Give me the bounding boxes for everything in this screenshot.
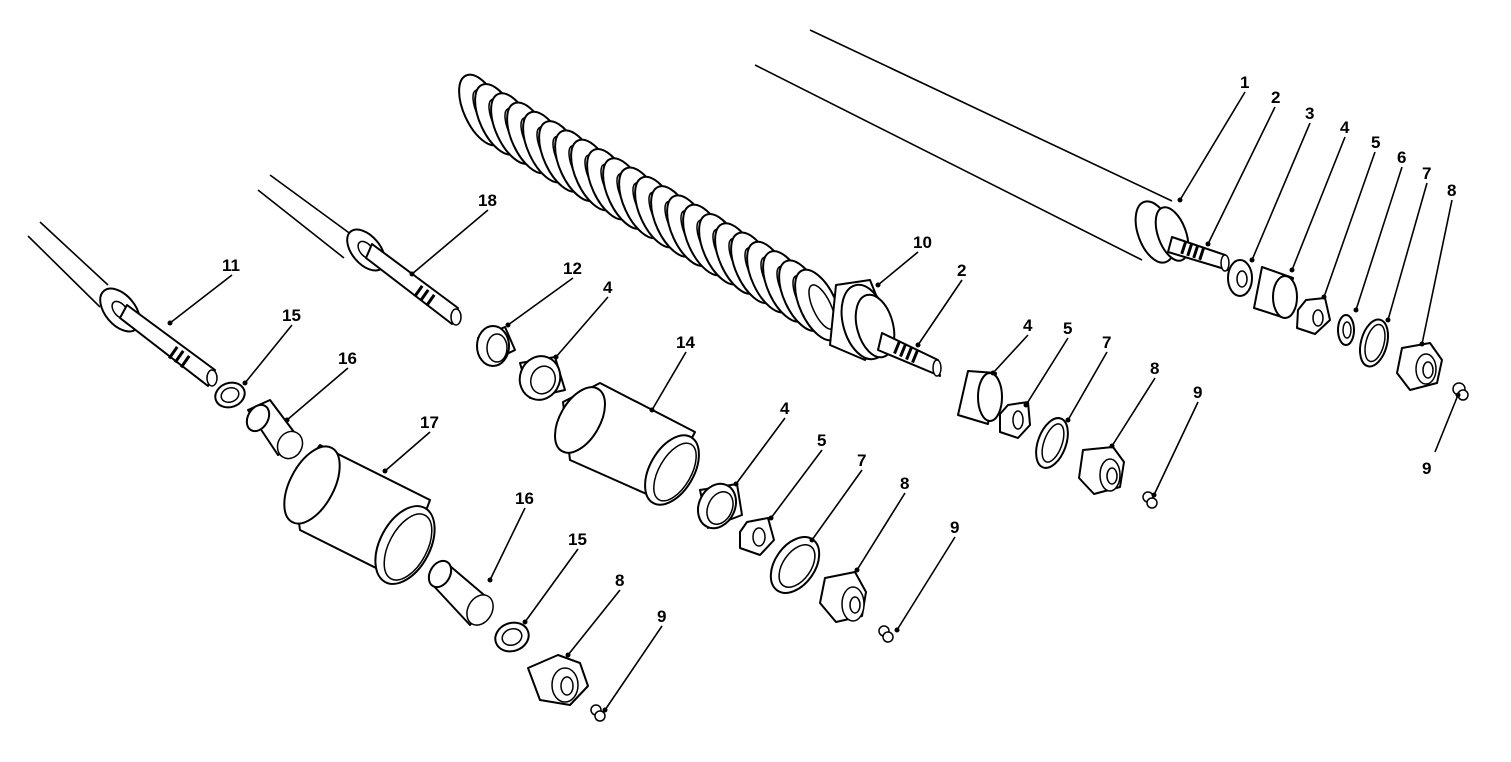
seal-7-top: [1358, 318, 1390, 368]
callout-8: 8: [900, 474, 909, 493]
callout-4: 4: [1023, 316, 1033, 335]
nut-8-bottom: [527, 654, 589, 706]
callout-8: 8: [1150, 359, 1159, 378]
callout-16: 16: [515, 489, 534, 508]
bushing-12: [476, 325, 516, 367]
roller-tube-1: [754, 29, 1190, 264]
callout-7: 7: [857, 451, 866, 470]
callout-9: 9: [1193, 383, 1202, 402]
callout-5: 5: [1371, 133, 1380, 152]
bearing-4-left: [518, 355, 566, 401]
shaft-2-top: [1167, 236, 1230, 272]
callout-3: 3: [1305, 104, 1314, 123]
callout-11: 11: [222, 256, 240, 275]
bearing-4-middle: [957, 370, 1003, 425]
callout-4: 4: [1340, 118, 1350, 137]
callout-numbers: 1 2 3 4 5 6 7 8 9 10 2 4 5 7 8 9 18 12 4…: [222, 73, 1456, 626]
callout-9: 9: [950, 518, 959, 537]
shaft-2-middle: [877, 332, 942, 377]
callout-6: 6: [1397, 148, 1406, 167]
callout-18: 18: [478, 191, 497, 210]
callout-2: 2: [957, 261, 966, 280]
spacer-5-middle: [999, 401, 1031, 439]
washer-6: [1337, 314, 1355, 346]
bushing-16-lower: [427, 559, 494, 626]
sleeve-17: [283, 444, 436, 585]
fitting-9-top: [1452, 382, 1469, 401]
callout-2: 2: [1271, 88, 1280, 107]
callout-14: 14: [676, 333, 695, 352]
spacer-5-top: [1296, 297, 1331, 335]
callout-5: 5: [817, 431, 826, 450]
nut-8-middle: [1078, 446, 1125, 495]
washer-15-upper: [214, 381, 246, 409]
nut-8-top: [1396, 342, 1443, 391]
spiral-roller-10: [458, 73, 842, 342]
callout-7: 7: [1422, 164, 1431, 183]
spacer-5-lower: [739, 517, 775, 556]
callout-7: 7: [1102, 333, 1111, 352]
nut-8-lower: [819, 571, 867, 623]
callout-15: 15: [568, 530, 587, 549]
callout-9: 9: [1422, 459, 1431, 478]
callout-16: 16: [338, 349, 357, 368]
callout-12: 12: [563, 259, 582, 278]
bearing-4-top: [1253, 266, 1298, 319]
leader-lines: [167, 91, 1461, 713]
seal-7-lower: [769, 536, 821, 594]
seal-7-middle: [1035, 417, 1069, 469]
shaft-18: [257, 174, 462, 326]
washer-15-lower: [494, 621, 530, 653]
callout-4: 4: [603, 278, 613, 297]
sleeve-14: [554, 382, 700, 506]
callout-10: 10: [913, 233, 932, 252]
fitting-9-lower: [878, 625, 894, 643]
shaft-11: [27, 221, 218, 387]
callout-17: 17: [420, 413, 439, 432]
callout-8: 8: [615, 571, 624, 590]
callout-9: 9: [657, 607, 666, 626]
callout-5: 5: [1063, 319, 1072, 338]
bearing-4-lower: [697, 482, 743, 530]
callout-1: 1: [1240, 73, 1249, 92]
callout-15: 15: [282, 306, 301, 325]
bushing-16-upper: [245, 399, 304, 460]
fitting-9-bottom: [590, 704, 606, 722]
washer-3: [1227, 259, 1253, 297]
callout-8: 8: [1447, 181, 1456, 200]
callout-4: 4: [780, 399, 790, 418]
